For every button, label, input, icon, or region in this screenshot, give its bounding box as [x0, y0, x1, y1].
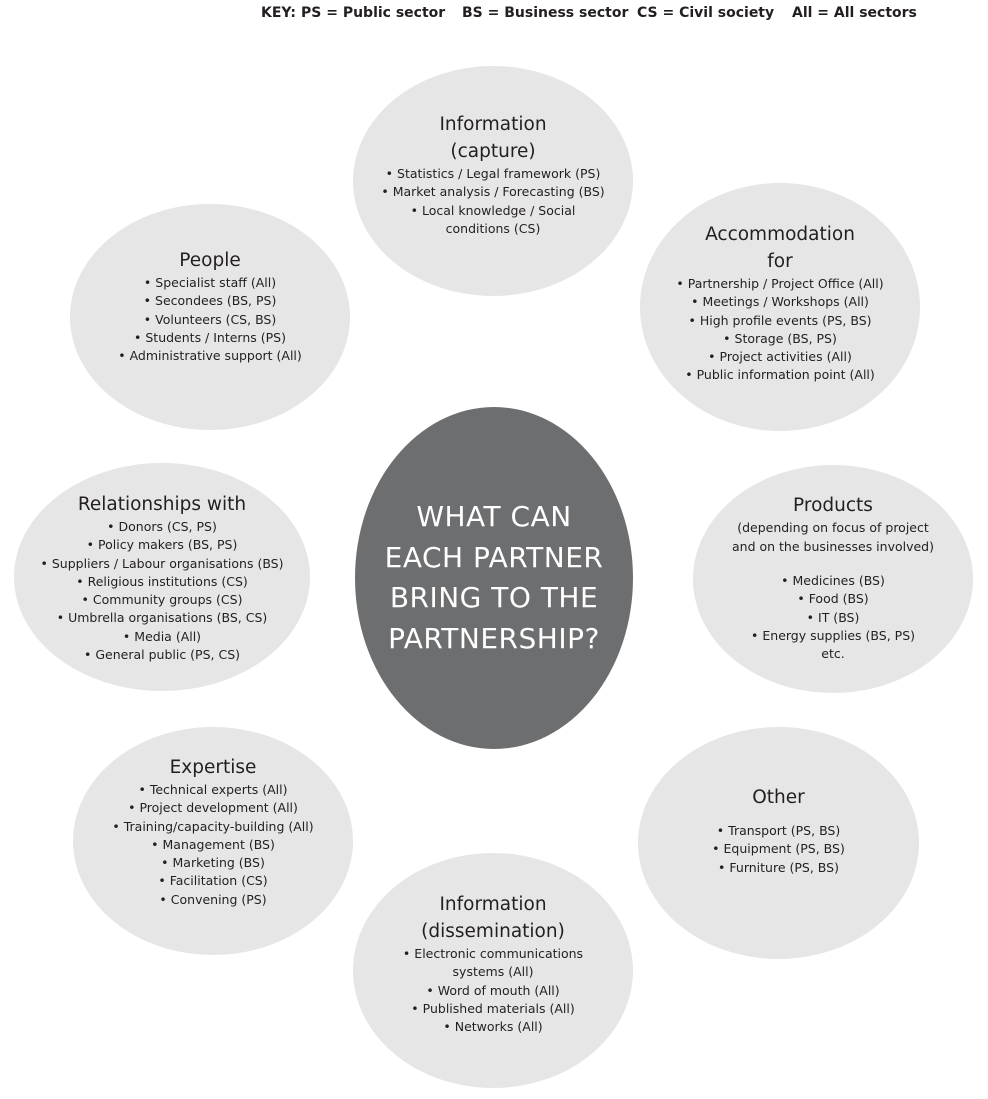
bubble-title: Other — [752, 787, 805, 808]
key-legend: KEY: PS = Public sector BS = Business se… — [0, 5, 988, 27]
bubble-accommodation: Accommodation for •Partnership / Project… — [640, 183, 920, 431]
list-item: •Medicines (BS) — [781, 573, 885, 588]
key-entry-cs: CS = Civil society — [637, 5, 775, 21]
bubble-item-list: •Transport (PS, BS) •Equipment (PS, BS) … — [638, 822, 919, 877]
list-item: •Project development (All) — [128, 800, 298, 816]
bubble-item-list: •Electronic communications systems (All)… — [353, 945, 633, 1036]
list-item-etc: etc. — [821, 646, 845, 662]
key-entry-ps: PS = Public sector — [301, 5, 446, 21]
bubble-title: Information (capture) — [439, 114, 547, 162]
list-item: •Published materials (All) — [411, 1000, 575, 1016]
bubble-subtitle: (depending on focus of project and on th… — [732, 520, 934, 554]
list-item: •Electronic communications — [402, 946, 584, 961]
list-item: •Media (All) — [122, 628, 202, 644]
central-question-text: WHAT CAN EACH PARTNER BRING TO THE PARTN… — [384, 500, 604, 655]
list-item: •Marketing (BS) — [161, 855, 265, 871]
list-item: •Word of mouth (All) — [426, 982, 560, 998]
list-item-continuation: systems (All) — [452, 964, 534, 980]
list-item: •Management (BS) — [151, 836, 275, 852]
list-item: •Community groups (CS) — [81, 592, 243, 608]
bubble-item-list: •Statistics / Legal framework (PS) •Mark… — [353, 165, 633, 238]
bubble-other: Other •Transport (PS, BS) •Equipment (PS… — [638, 727, 919, 959]
list-item: •Meetings / Workshops (All) — [691, 294, 869, 310]
list-item: •Technical experts (All) — [138, 782, 288, 797]
list-item: •Students / Interns (PS) — [133, 329, 286, 345]
bubble-information-dissemination: Information (dissemination) •Electronic … — [353, 853, 633, 1088]
list-item: •High profile events (PS, BS) — [688, 312, 872, 328]
bubble-item-list: •Partnership / Project Office (All) •Mee… — [640, 275, 920, 385]
bubble-title: Information (dissemination) — [421, 894, 565, 942]
central-question: WHAT CAN EACH PARTNER BRING TO THE PARTN… — [355, 407, 633, 749]
bubble-title: Expertise — [169, 757, 257, 778]
list-item: •Storage (BS, PS) — [723, 330, 837, 346]
list-item: •Furniture (PS, BS) — [718, 859, 839, 875]
list-item: •General public (PS, CS) — [83, 647, 241, 663]
list-item: •Energy supplies (BS, PS) — [751, 627, 915, 643]
list-item: •Donors (CS, PS) — [107, 519, 217, 534]
key-entry-bs: BS = Business sector — [462, 5, 629, 21]
list-item: •Training/capacity-building (All) — [112, 818, 314, 834]
bubble-title: People — [179, 250, 241, 271]
bubble-relationships: Relationships with •Donors (CS, PS) •Pol… — [14, 463, 310, 691]
list-item: •Networks (All) — [443, 1019, 543, 1035]
list-item: •Statistics / Legal framework (PS) — [385, 166, 601, 181]
list-item-continuation: conditions (CS) — [445, 220, 541, 236]
bubble-item-list: •Medicines (BS) •Food (BS) •IT (BS) •Ene… — [693, 572, 973, 663]
list-item: •Public information point (All) — [685, 367, 875, 383]
bubble-title: Relationships with — [77, 494, 247, 515]
list-item: •Umbrella organisations (BS, CS) — [56, 610, 268, 626]
key-label: KEY: — [261, 5, 296, 21]
bubble-item-list: •Specialist staff (All) •Secondees (BS, … — [70, 274, 350, 365]
list-item: •Project activities (All) — [708, 349, 852, 365]
bubble-title: Accommodation for — [705, 224, 855, 272]
list-item: •Market analysis / Forecasting (BS) — [381, 184, 605, 200]
list-item: •Administrative support (All) — [118, 348, 302, 364]
bubble-item-list: •Donors (CS, PS) •Policy makers (BS, PS)… — [14, 518, 310, 664]
bubble-expertise: Expertise •Technical experts (All) •Proj… — [73, 727, 353, 955]
list-item: •Suppliers / Labour organisations (BS) — [40, 555, 284, 571]
bubble-information-capture: Information (capture) •Statistics / Lega… — [353, 66, 633, 296]
list-item: •Facilitation (CS) — [158, 873, 268, 889]
list-item: •Equipment (PS, BS) — [712, 841, 845, 857]
key-entry-all: All = All sectors — [792, 5, 917, 21]
list-item: •Convening (PS) — [159, 891, 267, 907]
list-item: •Local knowledge / Social — [410, 202, 576, 218]
list-item: •Religious institutions (CS) — [76, 573, 248, 589]
list-item: •IT (BS) — [806, 609, 860, 625]
list-item: •Specialist staff (All) — [143, 275, 277, 290]
list-item: •Partnership / Project Office (All) — [676, 276, 884, 291]
list-item: •Policy makers (BS, PS) — [86, 537, 238, 553]
list-item: •Secondees (BS, PS) — [143, 293, 277, 309]
bubble-title: Products — [793, 495, 873, 516]
bubble-people: People •Specialist staff (All) •Secondee… — [70, 204, 350, 430]
list-item: •Food (BS) — [797, 591, 869, 607]
bubble-products: Products (depending on focus of project … — [693, 465, 973, 693]
list-item: •Volunteers (CS, BS) — [143, 311, 277, 327]
bubble-item-list: •Technical experts (All) •Project develo… — [73, 781, 353, 909]
list-item: •Transport (PS, BS) — [716, 823, 841, 838]
